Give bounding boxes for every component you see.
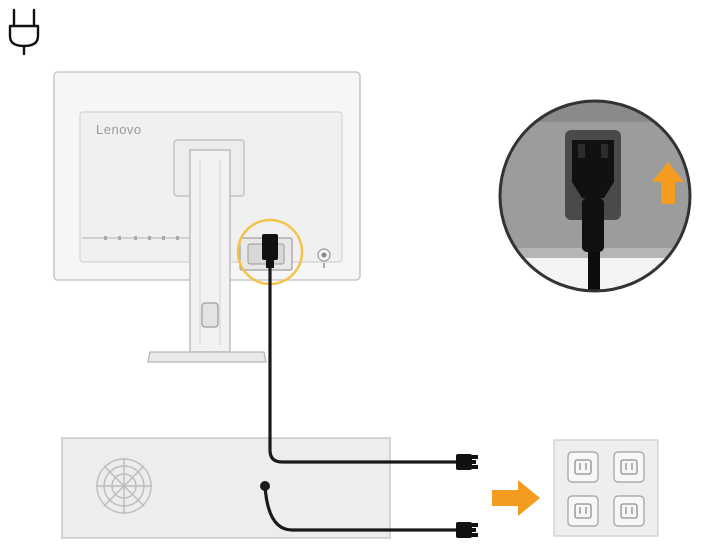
power-switch-icon — [317, 248, 331, 268]
monitor-wall-plug — [456, 454, 478, 470]
monitor-stand-base — [147, 351, 267, 363]
outlet-socket — [613, 495, 645, 527]
monitor-brand-label: Lenovo — [96, 122, 142, 137]
cable-clip — [201, 302, 219, 328]
computer-case — [61, 437, 391, 539]
monitor-power-plug — [262, 234, 278, 268]
monitor-port-marks — [104, 236, 179, 240]
wall-outlet — [553, 439, 659, 537]
plug-insertion-callout — [498, 99, 692, 293]
up-arrow-icon — [652, 162, 684, 204]
power-cables — [263, 256, 460, 532]
right-arrow-icon — [492, 480, 540, 516]
monitor-rear: Lenovo — [53, 71, 361, 363]
outlet-socket — [567, 495, 599, 527]
outlet-socket — [567, 451, 599, 483]
computer-wall-plug — [456, 522, 478, 538]
power-plug-icon — [8, 8, 40, 56]
outlet-socket — [613, 451, 645, 483]
fan-icon — [96, 458, 152, 514]
